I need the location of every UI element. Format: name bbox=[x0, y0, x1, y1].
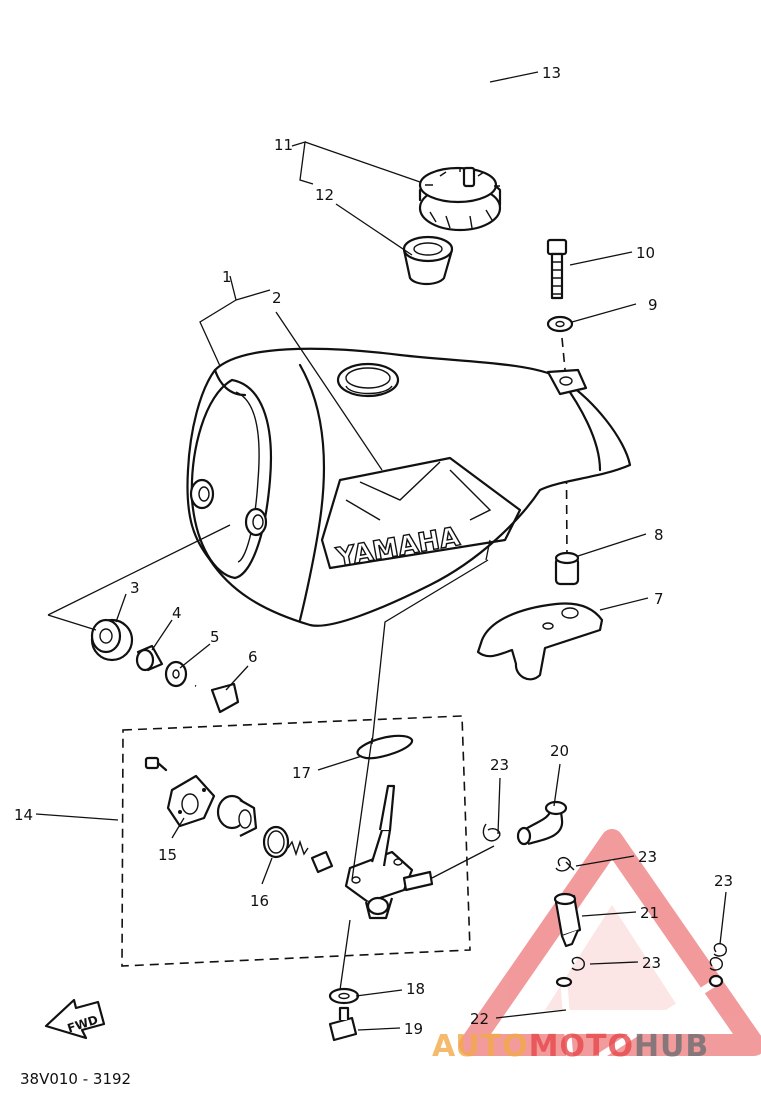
automotohub-watermark-text: AUTOMOTOHUB bbox=[432, 1029, 709, 1064]
watermark-part-moto: MOTO bbox=[529, 1029, 634, 1064]
screw-small bbox=[144, 756, 168, 772]
damper-3 bbox=[90, 618, 134, 662]
fuel-cock-assembly-box bbox=[121, 715, 471, 967]
bolt-6 bbox=[194, 682, 240, 714]
clip-23a bbox=[482, 823, 501, 842]
collar-4 bbox=[135, 644, 164, 672]
bolt-10 bbox=[546, 238, 568, 300]
fuel-cock-body bbox=[344, 784, 434, 920]
callout-19: 19 bbox=[404, 1020, 423, 1038]
plunger bbox=[310, 850, 334, 874]
callout-17: 17 bbox=[292, 764, 311, 782]
callout-20: 20 bbox=[550, 742, 569, 760]
hose-20 bbox=[516, 800, 568, 846]
clip-23d bbox=[709, 942, 727, 971]
drain-screw-19 bbox=[328, 1006, 358, 1042]
callout-12: 12 bbox=[315, 186, 334, 204]
washer-9 bbox=[546, 315, 574, 333]
callout-23c: 23 bbox=[642, 954, 661, 972]
fuel-filter-21 bbox=[553, 892, 582, 948]
callout-16: 16 bbox=[250, 892, 269, 910]
gasket-17 bbox=[356, 734, 414, 760]
callout-6: 6 bbox=[248, 648, 258, 666]
overflow-hose-22 bbox=[555, 974, 724, 1073]
callout-10: 10 bbox=[636, 244, 655, 262]
callout-numbers: 13 11 12 10 9 1 2 3 4 5 6 8 7 17 14 15 1… bbox=[14, 64, 733, 1038]
clip-23b bbox=[555, 856, 575, 872]
svg-text:AUTOMOTOHUB: AUTOMOTOHUB bbox=[432, 1029, 709, 1064]
automotohub-watermark-logo bbox=[459, 829, 761, 1056]
fuel-cap bbox=[418, 166, 502, 232]
callout-21: 21 bbox=[640, 904, 659, 922]
callout-23b: 23 bbox=[638, 848, 657, 866]
leader-lines bbox=[35, 71, 727, 1031]
collar-8 bbox=[554, 551, 580, 586]
watermark-part-auto: AUTO bbox=[432, 1029, 529, 1064]
callout-13: 13 bbox=[542, 64, 561, 82]
callout-7: 7 bbox=[654, 590, 664, 608]
callout-23a: 23 bbox=[490, 756, 509, 774]
hose-leader bbox=[431, 845, 495, 879]
spring bbox=[287, 839, 309, 857]
fuel-tank bbox=[186, 347, 632, 627]
callout-11: 11 bbox=[274, 136, 293, 154]
gasket-18 bbox=[328, 987, 360, 1005]
damper-leader bbox=[47, 524, 231, 631]
breather-hose bbox=[168, 46, 495, 168]
callout-9: 9 bbox=[648, 296, 658, 314]
callout-23d: 23 bbox=[714, 872, 733, 890]
callout-3: 3 bbox=[130, 579, 140, 597]
clip-23c bbox=[571, 956, 585, 971]
callout-15: 15 bbox=[158, 846, 177, 864]
callout-18: 18 bbox=[406, 980, 425, 998]
callout-1: 1 bbox=[222, 268, 232, 286]
callout-5: 5 bbox=[210, 628, 220, 646]
cap-gasket bbox=[402, 235, 454, 286]
cover-plate-15 bbox=[166, 774, 216, 828]
diagram-code: 38V010 - 3192 bbox=[20, 1070, 131, 1088]
lever-15b bbox=[216, 794, 258, 837]
callout-4: 4 bbox=[172, 604, 182, 622]
callout-2: 2 bbox=[272, 289, 282, 307]
bracket-7 bbox=[476, 602, 604, 681]
callout-22: 22 bbox=[470, 1010, 489, 1028]
forward-arrow-icon: FWD bbox=[44, 998, 106, 1040]
o-ring-16 bbox=[262, 825, 290, 859]
watermark-part-hub: HUB bbox=[634, 1029, 709, 1064]
callout-14: 14 bbox=[14, 806, 33, 824]
callout-8: 8 bbox=[654, 526, 664, 544]
